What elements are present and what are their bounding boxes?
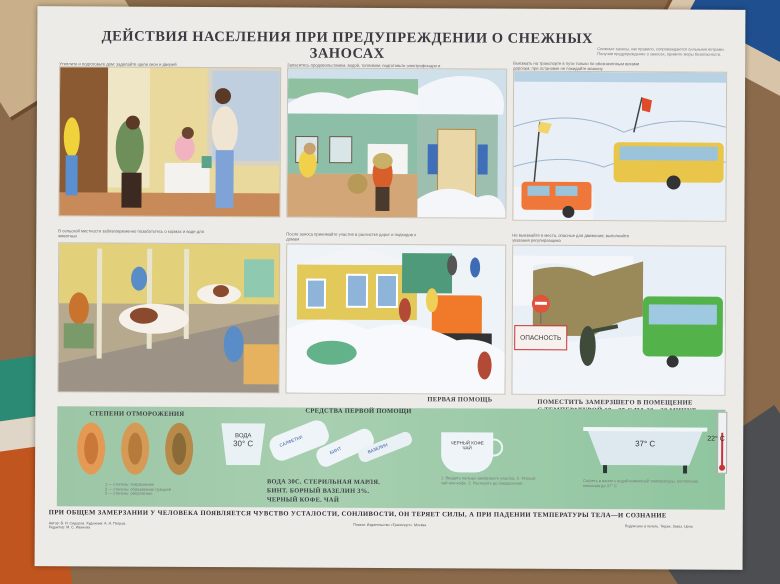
panel-caption: Выезжать на транспорте в пути только по … — [513, 60, 640, 72]
title-line-1: ДЕЙСТВИЯ НАСЕЛЕНИЯ ПРИ ПРЕДУПРЕЖДЕНИИ О … — [101, 28, 593, 48]
supplies-line-3: ЧЕРНЫЙ КОФЕ. ЧАЙ — [266, 496, 340, 504]
panel-traffic-control: ОПАСНОСТЬ — [511, 244, 727, 396]
panel-caption: Не выезжайте в места, опасные для движен… — [512, 232, 630, 243]
frostbite-ears-icon — [77, 422, 194, 475]
frostbite-degree-3: 3 — степень: омертвение — [104, 490, 153, 496]
first-help-title: ПЕРВАЯ ПОМОЩЬ — [427, 396, 493, 404]
frostbite-title: СТЕПЕНИ ОТМОРОЖЕНИЯ — [89, 410, 185, 418]
illustration-transport — [513, 71, 728, 222]
illustration-traffic-control: ОПАСНОСТЬ — [512, 245, 727, 396]
civil-defense-poster: ДЕЙСТВИЯ НАСЕЛЕНИЯ ПРИ ПРЕДУПРЕЖДЕНИИ О … — [34, 6, 746, 570]
panel-clearing-snow — [285, 243, 507, 395]
first-aid-means-title: СРЕДСТВА ПЕРВОЙ ПОМОЩИ — [305, 407, 412, 416]
bath-notes: Согреть в ванне с водой комнатной темпер… — [582, 478, 699, 488]
frostbite-note — [57, 394, 207, 395]
intro-note: Снежные заносы, как правило, сопровождаю… — [597, 46, 725, 57]
illustration-clearing-snow — [286, 244, 507, 395]
first-aid-supplies-list: ВОДА 30С. СТЕРИЛЬНАЯ МАРЛЯ. БИНТ. БОРНЫЙ… — [267, 477, 380, 505]
bathtub-leg — [603, 465, 608, 474]
cup-label-line-2: 30° С — [233, 439, 254, 449]
bathtub-rim — [583, 427, 708, 432]
illustration-prepare-home — [59, 66, 282, 218]
illustration-livestock — [58, 243, 281, 394]
bathtub-leg — [683, 465, 688, 474]
danger-sign-text: ОПАСНОСТЬ — [520, 335, 561, 342]
panel-livestock — [57, 242, 281, 394]
water-cup-icon: ВОДА 30° С — [221, 423, 265, 465]
coffee-notes: 1. Вводить пальцы замёрзшего участка. 2.… — [440, 475, 536, 486]
imprint-left: Автор: В. И. Сидоров. Художник: А. Н. Пе… — [48, 521, 127, 530]
panel-transport-stop — [512, 70, 728, 222]
panel-prepare-home — [58, 66, 282, 218]
poster-title: ДЕЙСТВИЯ НАСЕЛЕНИЯ ПРИ ПРЕДУПРЕЖДЕНИИ О … — [87, 28, 607, 63]
panel-stock-supplies — [286, 67, 508, 219]
coffee-cup-handle — [489, 438, 504, 457]
general-freezing-warning: ПРИ ОБЩЕМ ЗАМЕРЗАНИИ У ЧЕЛОВЕКА ПОЯВЛЯЕТ… — [48, 509, 667, 520]
panel-caption: После заноса принимайте участие в расчис… — [286, 231, 416, 242]
coffee-label-line-2: ЧАЙ — [462, 445, 472, 451]
imprint-right: Подписано в печать. Тираж. Заказ. Цена — [624, 524, 693, 529]
room-temperature: 22° С — [707, 435, 725, 443]
coffee-cup-icon: ЧЕРНЫЙ КОФЕ ЧАЙ — [441, 432, 494, 473]
first-aid-band: СТЕПЕНИ ОТМОРОЖЕНИЯ 1 — степень: покрасн… — [56, 406, 728, 510]
imprint-center: Плакат. Издательство «Транспорт». Москва — [353, 522, 427, 528]
bathtub-icon: 37° С — [587, 429, 703, 466]
illustration-stock-supplies — [287, 68, 508, 219]
panel-caption: В сельской местности заблаговременно поз… — [58, 228, 204, 239]
frostbite-legend: 1 — степень: покраснение 2 — степень: об… — [104, 482, 185, 497]
bath-temperature: 37° С — [635, 439, 656, 449]
